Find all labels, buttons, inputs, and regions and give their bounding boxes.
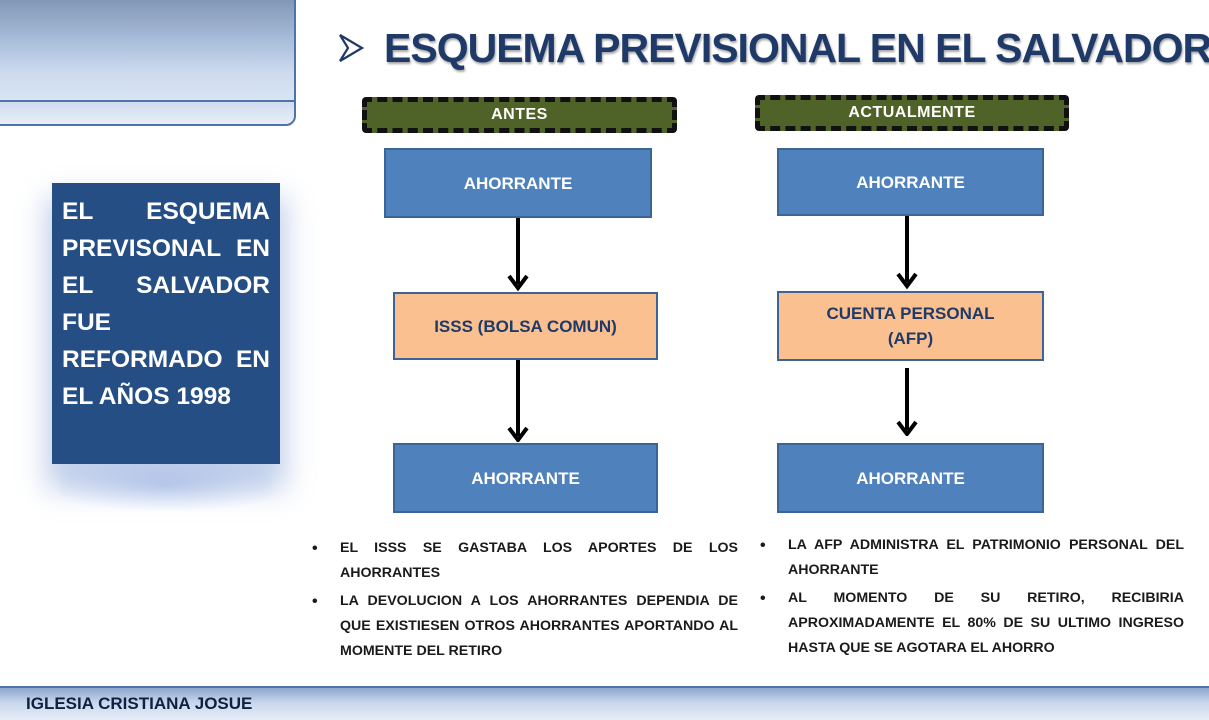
node-antes-bottom: AHORRANTE — [393, 443, 658, 513]
arrow-actual-2 — [896, 368, 918, 436]
node-actual-middle-line1: CUENTA PERSONAL — [826, 304, 995, 323]
bullet-dot-icon: • — [312, 593, 318, 610]
list-item: •EL ISSS SE GASTABA LOS APORTES DE LOS A… — [310, 536, 738, 586]
side-box-glow — [60, 460, 272, 510]
node-antes-middle: ISSS (BOLSA COMUN) — [393, 292, 658, 360]
bullets-actual: •LA AFP ADMINISTRA EL PATRIMONIO PERSONA… — [758, 533, 1184, 664]
list-item: •LA DEVOLUCION A LOS AHORRANTES DEPENDIA… — [310, 589, 738, 664]
node-antes-top: AHORRANTE — [384, 148, 652, 218]
corner-decoration — [0, 0, 296, 126]
arrow-antes-1 — [507, 218, 529, 292]
node-actual-middle-line2: (AFP) — [887, 329, 934, 348]
arrow-actual-1 — [896, 216, 918, 290]
tag-antes: ANTES — [362, 97, 677, 133]
footer-bar: IGLESIA CRISTIANA JOSUE — [0, 686, 1209, 720]
tag-actualmente: ACTUALMENTE — [755, 95, 1069, 131]
node-actual-middle: CUENTA PERSONAL (AFP) — [777, 291, 1044, 361]
bullet-dot-icon: • — [312, 540, 318, 557]
bullets-antes: •EL ISSS SE GASTABA LOS APORTES DE LOS A… — [310, 536, 738, 667]
footer-text: IGLESIA CRISTIANA JOSUE — [26, 694, 253, 713]
arrow-bullet-icon — [339, 34, 364, 62]
list-item: •AL MOMENTO DE SU RETIRO, RECIBIRIA APRO… — [758, 586, 1184, 661]
page-title: ESQUEMA PREVISIONAL EN EL SALVADOR — [384, 24, 1209, 71]
node-actual-top: AHORRANTE — [777, 148, 1044, 216]
node-actual-bottom: AHORRANTE — [777, 443, 1044, 513]
title-row: ESQUEMA PREVISIONAL EN EL SALVADOR — [338, 22, 1209, 74]
arrow-antes-2 — [507, 360, 529, 442]
bullet-dot-icon: • — [760, 537, 766, 554]
bullet-dot-icon: • — [760, 590, 766, 607]
side-note-box: EL ESQUEMA PREVISONAL EN EL SALVADOR FUE… — [52, 183, 280, 464]
list-item: •LA AFP ADMINISTRA EL PATRIMONIO PERSONA… — [758, 533, 1184, 583]
